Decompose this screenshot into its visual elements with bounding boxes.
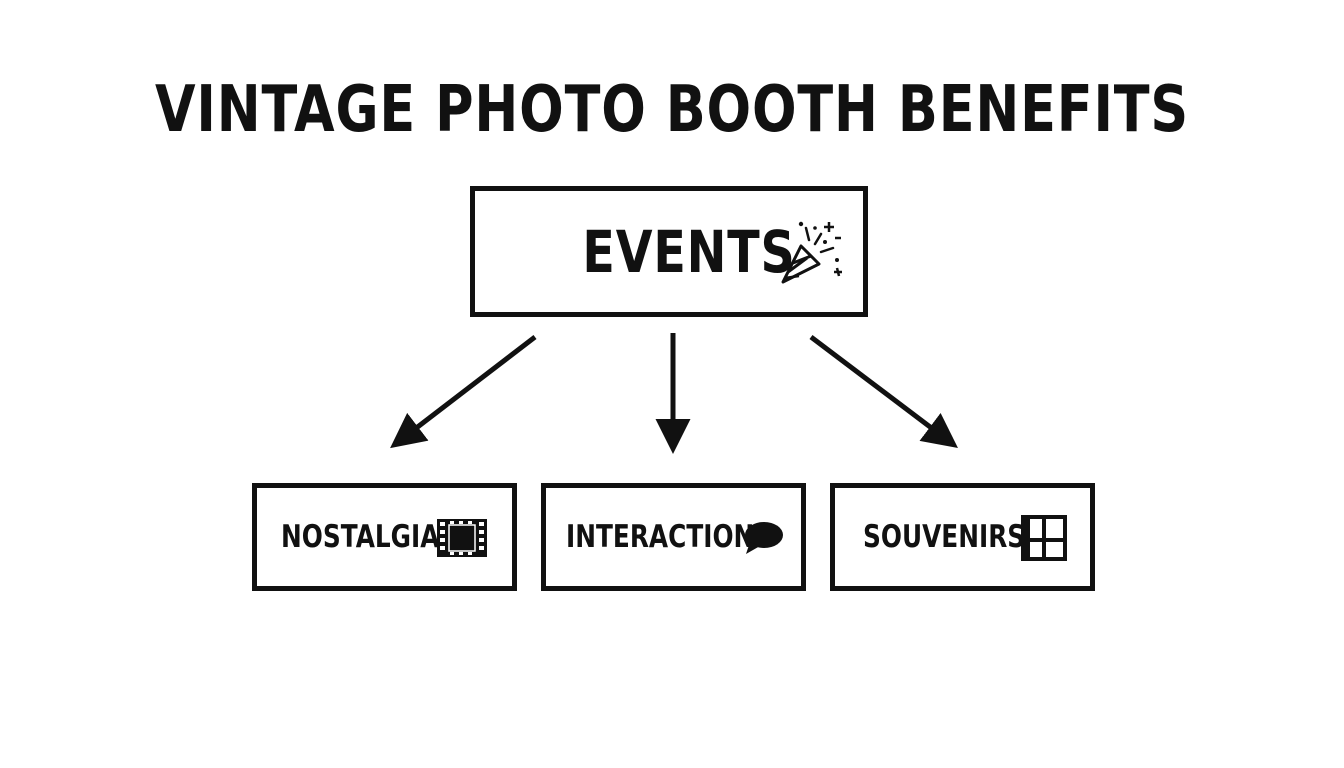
arrow-to-nostalgia — [390, 335, 537, 449]
souvenirs-node: SOUVENIRS — [830, 483, 1095, 591]
nostalgia-label: NOSTALGIA — [281, 519, 440, 555]
photo-grid-icon — [1021, 515, 1067, 561]
souvenirs-label: SOUVENIRS — [863, 519, 1026, 555]
events-label: EVENTS — [582, 217, 796, 286]
interaction-label: INTERACTION — [566, 519, 755, 555]
events-node: EVENTS — [470, 186, 868, 317]
arrow-to-souvenirs — [809, 335, 958, 449]
diagram-title: VINTAGE PHOTO BOOTH BENEFITS — [154, 73, 1190, 147]
interaction-node: INTERACTION — [541, 483, 806, 591]
speech-bubble-icon — [745, 522, 783, 554]
nostalgia-node: NOSTALGIA — [252, 483, 517, 591]
party-popper-icon — [781, 221, 842, 284]
film-strip-icon — [437, 519, 487, 557]
